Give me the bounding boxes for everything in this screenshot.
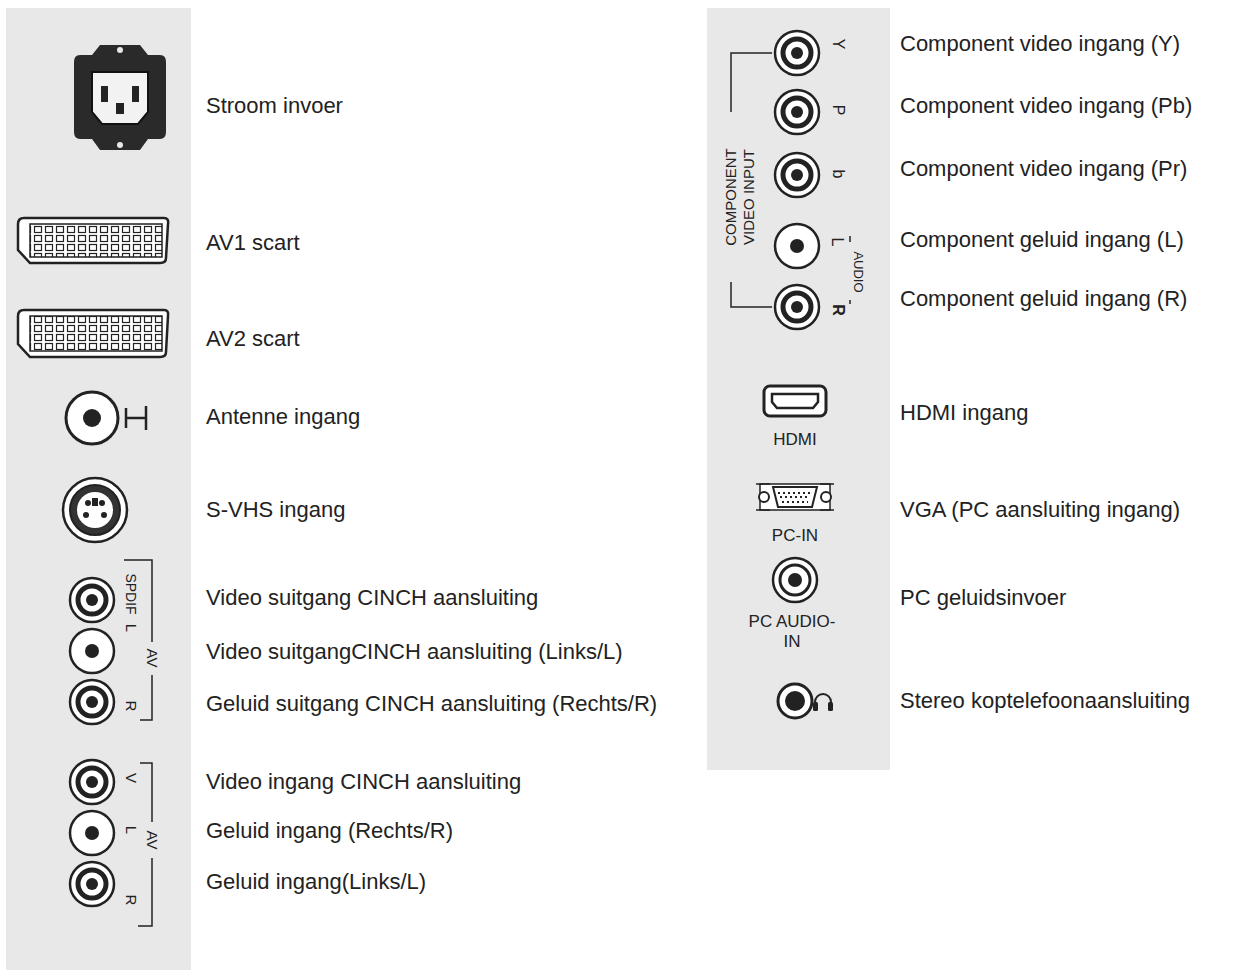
panel-label: PC-IN	[772, 527, 818, 544]
svhs-socket-symbol	[63, 478, 127, 542]
antenna-socket-symbol	[66, 392, 146, 444]
connector-label: HDMI ingang	[900, 402, 1028, 424]
vga-socket-symbol	[756, 484, 834, 510]
connector-label: Geluid ingang (Rechts/R)	[206, 820, 453, 842]
rca-jack-symbol	[70, 578, 114, 906]
connector-label: Component geluid ingang (R)	[900, 288, 1187, 310]
connector-label: AV1 scart	[206, 232, 300, 254]
connector-label: Stroom invoer	[206, 95, 343, 117]
panel-label: P	[830, 105, 846, 116]
scart-connector-symbol	[18, 310, 168, 357]
right-panel	[707, 8, 890, 770]
connector-label: Geluid suitgang CINCH aansluiting (Recht…	[206, 693, 657, 715]
panel-label: Y	[830, 39, 846, 50]
connector-label: Video suitgang CINCH aansluiting	[206, 587, 538, 609]
panel-label: AUDIO	[852, 251, 865, 292]
connector-label: Component video ingang (Pr)	[900, 158, 1187, 180]
panel-label: R	[124, 895, 139, 906]
panel-label: AV	[145, 831, 160, 850]
panel-label: V	[124, 773, 139, 783]
connector-label: PC geluidsinvoer	[900, 587, 1066, 609]
connector-label: VGA (PC aansluiting ingang)	[900, 499, 1180, 521]
connector-label: Video suitgangCINCH aansluiting (Links/L…	[206, 641, 623, 663]
panel-label: L	[829, 238, 845, 247]
connector-label: Component geluid ingang (L)	[900, 229, 1184, 251]
headphone-jack-symbol	[778, 684, 833, 718]
connector-label: S-VHS ingang	[206, 499, 345, 521]
connector-label: Antenne ingang	[206, 406, 360, 428]
connector-label: Geluid ingang(Links/L)	[206, 871, 426, 893]
pc-audio-jack-symbol	[773, 558, 817, 602]
hdmi-socket-symbol	[764, 386, 826, 416]
scart-connector-symbol	[18, 218, 168, 263]
bracket-line	[124, 560, 152, 926]
left-panel	[6, 8, 191, 970]
panel-label: L	[124, 826, 139, 834]
panel-heading: COMPONENT VIDEO INPUT	[722, 133, 758, 261]
connector-label: AV2 scart	[206, 328, 300, 350]
rca-jack-symbol	[775, 31, 819, 329]
connector-label: Component video ingang (Y)	[900, 33, 1180, 55]
panel-label: SPDIF	[124, 573, 138, 614]
panel-label: R	[830, 304, 846, 316]
panel-label: PC AUDIO-IN	[744, 612, 840, 653]
connector-label: Stereo koptelefoonaansluiting	[900, 690, 1190, 712]
connector-label: Component video ingang (Pb)	[900, 95, 1192, 117]
panel-label: R	[124, 701, 139, 712]
panel-label: HDMI	[773, 431, 816, 448]
panel-label: b	[830, 170, 846, 179]
power-inlet-symbol	[74, 45, 166, 150]
panel-label: L	[124, 624, 139, 632]
connector-label: Video ingang CINCH aansluiting	[206, 771, 521, 793]
panel-label: AV	[145, 649, 160, 668]
